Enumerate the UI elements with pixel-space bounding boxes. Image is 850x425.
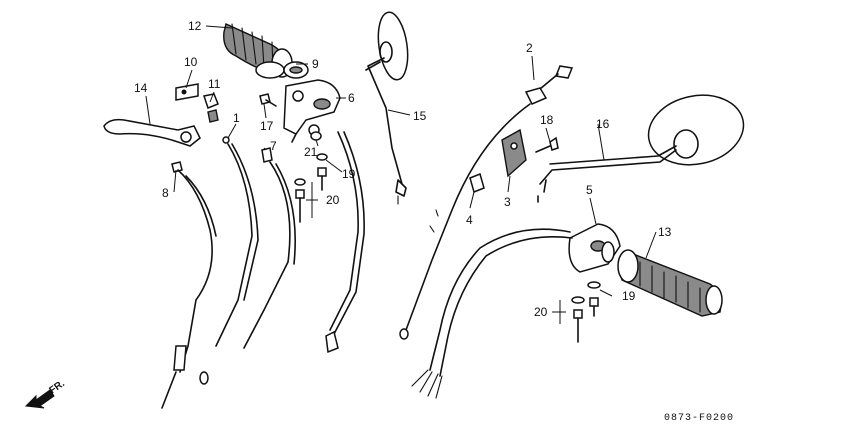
choke-lever — [501, 128, 527, 178]
callout-6: 6 — [348, 91, 355, 105]
lever-bracket — [175, 83, 219, 123]
callout-13: 13 — [658, 225, 672, 239]
callout-20-right: 20 — [534, 305, 548, 319]
callout-21: 21 — [304, 145, 318, 159]
clutch-lever — [103, 118, 201, 147]
screw-18 — [535, 136, 559, 153]
callout-5: 5 — [586, 183, 593, 197]
callout-3: 3 — [504, 195, 511, 209]
callout-14: 14 — [134, 81, 148, 95]
callout-labels: 12 9 10 11 14 1 7 8 17 6 15 21 19 20 2 1… — [134, 19, 672, 319]
clutch-cable-8 — [161, 161, 217, 409]
throttle-cable-7 — [243, 147, 296, 349]
callout-11: 11 — [208, 77, 221, 91]
left-grip — [223, 23, 293, 79]
throttle-grip — [617, 249, 723, 317]
callout-17: 17 — [260, 119, 274, 133]
callout-2: 2 — [526, 41, 533, 55]
callout-12: 12 — [188, 19, 202, 33]
callout-20-left: 20 — [326, 193, 340, 207]
callout-15: 15 — [413, 109, 427, 123]
bolt-17 — [259, 93, 277, 107]
callout-19-right: 19 — [622, 289, 636, 303]
choke-cable — [399, 65, 574, 340]
callout-4: 4 — [466, 213, 473, 227]
harness-left — [325, 131, 365, 354]
callout-16: 16 — [596, 117, 610, 131]
throttle-cable-1 — [199, 136, 259, 385]
callout-9: 9 — [312, 57, 319, 71]
callout-7: 7 — [270, 139, 277, 153]
clip-4 — [469, 172, 485, 194]
right-switch-housing — [568, 223, 621, 273]
right-screws — [571, 281, 601, 343]
leader-lines — [145, 25, 657, 324]
callout-10: 10 — [184, 55, 198, 69]
callout-19-left: 19 — [342, 167, 356, 181]
drawing-code: 0873-F0200 — [664, 413, 734, 424]
left-mirror — [365, 11, 409, 205]
right-mirror — [537, 94, 745, 203]
grip-collar — [283, 61, 309, 79]
left-switch-housing — [283, 79, 341, 143]
left-screws — [294, 153, 328, 223]
forward-arrow: FR. — [24, 378, 67, 409]
callout-1: 1 — [233, 111, 240, 125]
callout-18: 18 — [540, 113, 554, 127]
harness-right — [411, 228, 573, 399]
callout-8: 8 — [162, 186, 169, 200]
screw-21 — [310, 131, 322, 141]
